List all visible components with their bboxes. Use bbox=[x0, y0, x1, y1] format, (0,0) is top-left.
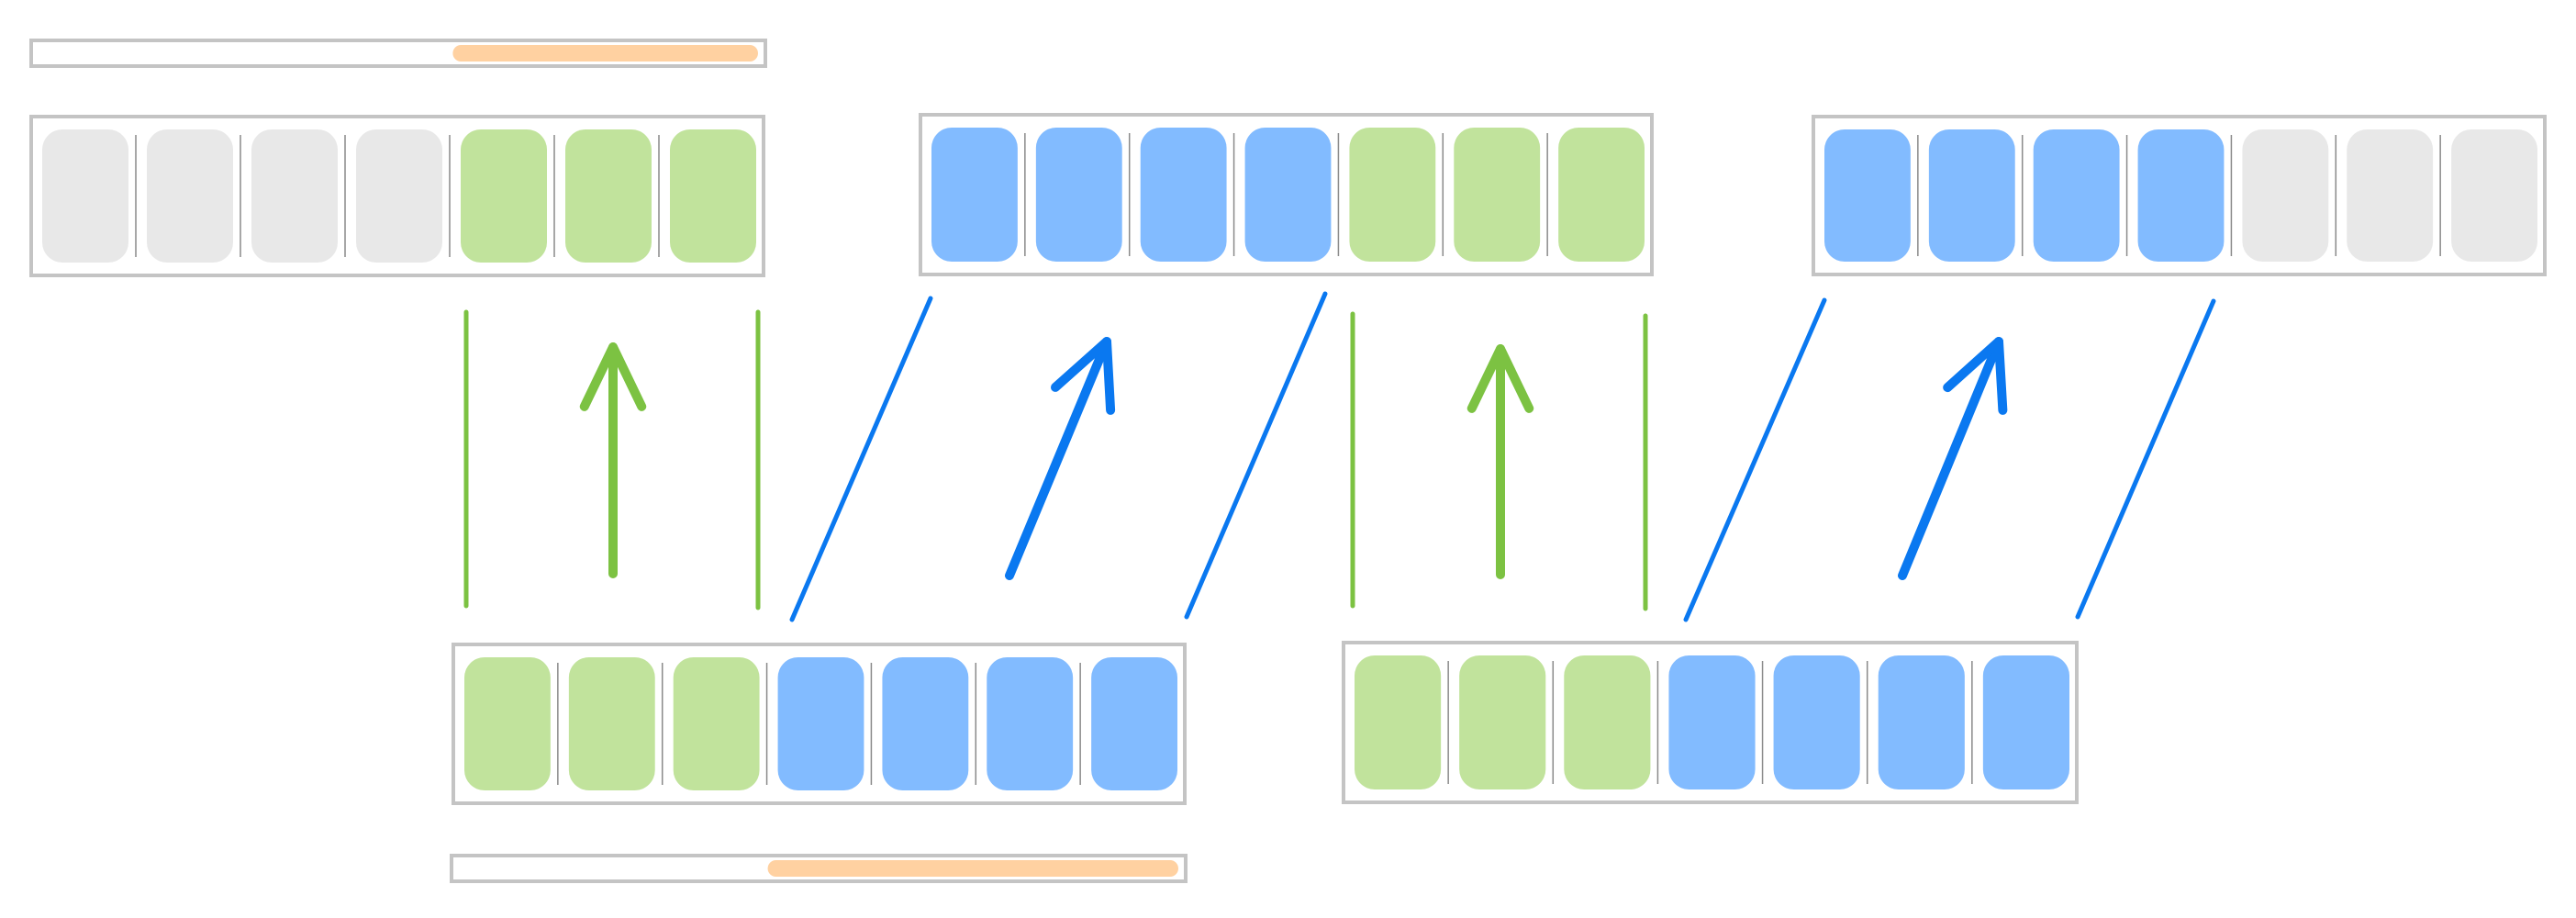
blue-guide-line bbox=[1683, 297, 1827, 622]
blue-diagonal-arrow-head bbox=[1943, 337, 2008, 415]
cell-empty bbox=[251, 129, 338, 263]
cell-first bbox=[565, 129, 652, 263]
cell-second bbox=[2137, 129, 2225, 262]
green-up-arrow bbox=[579, 342, 647, 578]
cell-second bbox=[2033, 129, 2120, 262]
cell-first bbox=[1355, 655, 1442, 789]
green-up-arrow bbox=[1466, 344, 1534, 579]
cell-second bbox=[1982, 655, 2069, 789]
cell-second bbox=[777, 657, 864, 790]
cell-first bbox=[1459, 655, 1546, 789]
cell-first bbox=[670, 129, 756, 263]
bottom-scrollbar bbox=[450, 854, 1188, 883]
cell-first bbox=[1454, 128, 1541, 262]
cell-second bbox=[931, 128, 1018, 262]
connectors bbox=[463, 291, 2216, 622]
cell-second bbox=[1878, 655, 1965, 789]
bottom-scrollbar-thumb bbox=[767, 860, 1178, 877]
cell-first bbox=[1349, 128, 1436, 262]
buffer-frame-top-right bbox=[1812, 115, 2547, 276]
cell-second bbox=[1824, 129, 1911, 262]
cell-first bbox=[461, 129, 547, 263]
blue-guide-line bbox=[1184, 291, 1328, 620]
blue-guide-line bbox=[2075, 298, 2216, 620]
buffer-frames bbox=[29, 113, 2547, 805]
top-scrollbar bbox=[29, 39, 767, 68]
buffer-frame-top-middle bbox=[919, 113, 1654, 276]
cell-first bbox=[568, 657, 655, 790]
blue-diagonal-arrow-head bbox=[1051, 337, 1116, 415]
cell-empty bbox=[2242, 129, 2329, 262]
cell-first bbox=[464, 657, 551, 790]
cell-empty bbox=[356, 129, 442, 263]
cell-empty bbox=[42, 129, 128, 263]
buffer-frame-bottom-right bbox=[1342, 641, 2079, 804]
buffer-frame-bottom-left bbox=[452, 643, 1187, 805]
scrollbars bbox=[29, 39, 1188, 883]
cell-empty bbox=[2347, 129, 2434, 262]
cell-second bbox=[1035, 128, 1122, 262]
buffer-frame-top-left bbox=[29, 115, 765, 277]
blue-diagonal-arrow bbox=[1898, 337, 2008, 580]
cell-empty bbox=[2451, 129, 2537, 262]
cell-second bbox=[987, 657, 1074, 790]
green-up-arrow-head bbox=[579, 342, 647, 411]
cell-second bbox=[1773, 655, 1860, 789]
cell-second bbox=[1244, 128, 1332, 262]
cell-first bbox=[1564, 655, 1651, 789]
cell-second bbox=[1091, 657, 1177, 790]
top-scrollbar-thumb bbox=[452, 45, 758, 62]
cell-second bbox=[1140, 128, 1227, 262]
green-up-arrow-head bbox=[1466, 344, 1534, 413]
cell-second bbox=[1668, 655, 1756, 789]
cell-empty bbox=[147, 129, 233, 263]
cell-first bbox=[673, 657, 760, 790]
blue-guide-line bbox=[789, 296, 933, 622]
cell-first bbox=[1558, 128, 1645, 262]
blue-diagonal-arrow bbox=[1005, 337, 1116, 580]
blue-diagonal-arrow-shaft bbox=[1898, 337, 2003, 580]
blue-diagonal-arrow-shaft bbox=[1005, 337, 1111, 580]
cell-second bbox=[882, 657, 969, 790]
cell-second bbox=[1928, 129, 2015, 262]
